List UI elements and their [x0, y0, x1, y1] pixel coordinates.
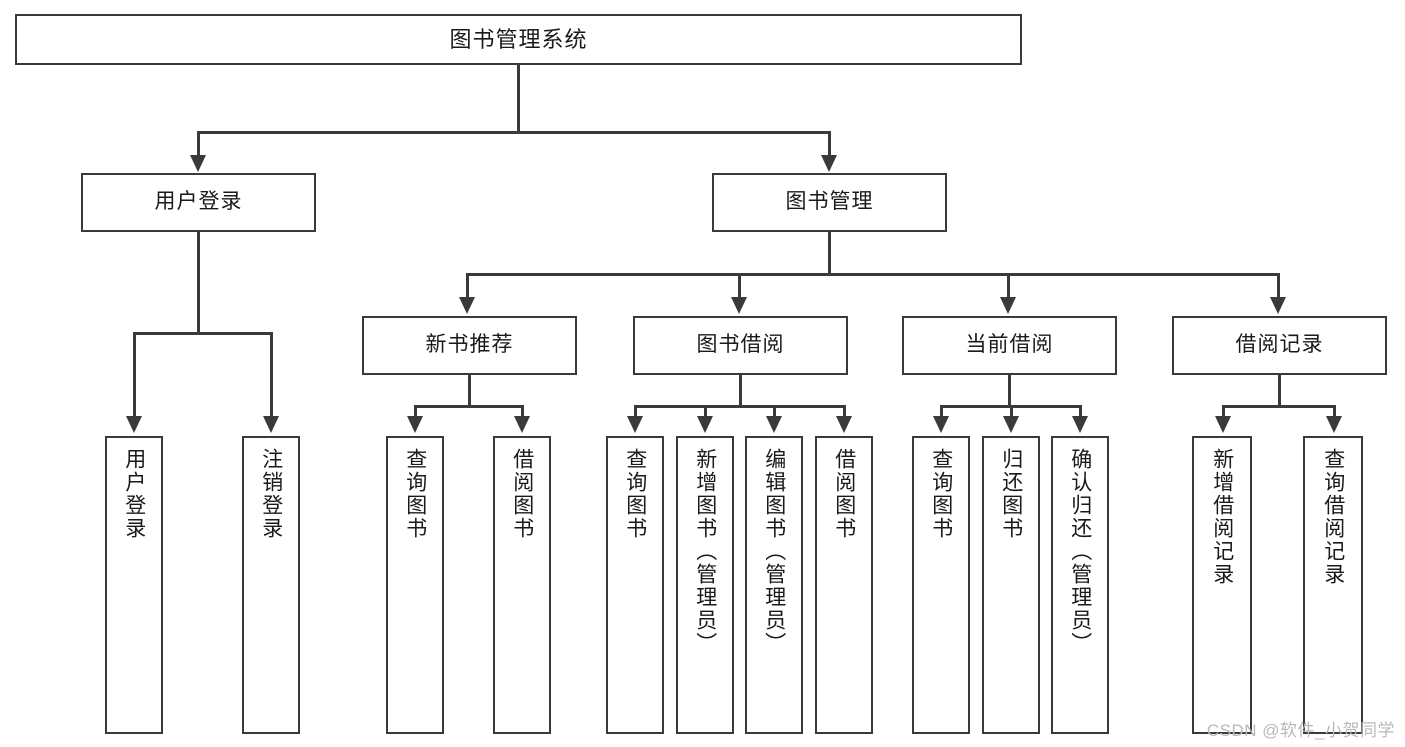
node-label: 借阅图书	[510, 448, 534, 540]
connector-bb-to-leaf-3	[773, 405, 776, 418]
node-label: 查询借阅记录	[1321, 448, 1345, 586]
connector-nbr-to-leaf-2	[521, 405, 524, 418]
arrowhead-cb-to-leaf-1	[933, 416, 949, 433]
connector-bm-to-new-book-recommend	[466, 273, 469, 299]
node-borrow-record[interactable]: 借阅记录	[1172, 316, 1387, 375]
connector-nbr-to-leaf-1	[414, 405, 417, 418]
node-label: 确认归还（管理员）	[1068, 448, 1092, 655]
leaf-return-book[interactable]: 归还图书	[982, 436, 1040, 734]
connector-root-bus	[197, 131, 831, 134]
arrowhead-root-to-user-login	[190, 155, 206, 172]
connector-borrow-record-bus	[1222, 405, 1336, 408]
arrowhead-bm-to-book-borrow	[731, 297, 747, 314]
leaf-user-login[interactable]: 用户登录	[105, 436, 163, 734]
leaf-borrow-book-1[interactable]: 借阅图书	[493, 436, 551, 734]
node-label: 借阅图书	[832, 448, 856, 540]
connector-br-to-leaf-1	[1222, 405, 1225, 418]
node-current-borrow[interactable]: 当前借阅	[902, 316, 1117, 375]
connector-root-stem	[517, 65, 520, 133]
node-label: 借阅记录	[1235, 333, 1324, 357]
node-label: 用户登录	[154, 190, 243, 214]
arrowhead-nbr-to-leaf-1	[407, 416, 423, 433]
connector-user-login-stem	[197, 232, 200, 335]
connector-br-to-leaf-2	[1333, 405, 1336, 418]
arrowhead-bm-to-new-book-recommend	[459, 297, 475, 314]
connector-current-borrow-stem	[1008, 375, 1011, 408]
node-root-book-management-system[interactable]: 图书管理系统	[15, 14, 1022, 65]
arrowhead-br-to-leaf-1	[1215, 416, 1231, 433]
node-label: 查询图书	[403, 448, 427, 540]
leaf-user-logout[interactable]: 注销登录	[242, 436, 300, 734]
arrowhead-user-login-to-leaf-1	[126, 416, 142, 433]
connector-bm-to-current-borrow	[1007, 273, 1010, 299]
node-label: 注销登录	[259, 448, 283, 540]
connector-book-management-stem	[828, 232, 831, 275]
leaf-query-book-1[interactable]: 查询图书	[386, 436, 444, 734]
connector-book-borrow-bus	[634, 405, 846, 408]
node-label: 图书管理	[785, 190, 874, 214]
arrowhead-cb-to-leaf-2	[1003, 416, 1019, 433]
leaf-query-book-3[interactable]: 查询图书	[912, 436, 970, 734]
node-label: 归还图书	[999, 448, 1023, 540]
arrowhead-nbr-to-leaf-2	[514, 416, 530, 433]
node-label: 编辑图书（管理员）	[762, 448, 786, 655]
connector-new-book-recommend-bus	[414, 405, 524, 408]
connector-cb-to-leaf-3	[1079, 405, 1082, 418]
connector-new-book-recommend-stem	[468, 375, 471, 408]
connector-book-borrow-stem	[739, 375, 742, 408]
leaf-confirm-return[interactable]: 确认归还（管理员）	[1051, 436, 1109, 734]
connector-cb-to-leaf-2	[1010, 405, 1013, 418]
node-user-login[interactable]: 用户登录	[81, 173, 316, 232]
connector-user-login-to-leaf-2	[270, 332, 273, 418]
node-book-borrow[interactable]: 图书借阅	[633, 316, 848, 375]
connector-bb-to-leaf-2	[704, 405, 707, 418]
arrowhead-root-to-book-management	[821, 155, 837, 172]
node-label: 新书推荐	[425, 333, 514, 357]
arrowhead-cb-to-leaf-3	[1072, 416, 1088, 433]
connector-cb-to-leaf-1	[940, 405, 943, 418]
arrowhead-bb-to-leaf-4	[836, 416, 852, 433]
connector-user-login-to-leaf-1	[133, 332, 136, 418]
connector-book-management-bus	[466, 273, 1280, 276]
leaf-query-borrow-record[interactable]: 查询借阅记录	[1303, 436, 1363, 734]
leaf-add-borrow-record[interactable]: 新增借阅记录	[1192, 436, 1252, 734]
connector-root-to-user-login	[197, 131, 200, 157]
node-label: 查询图书	[929, 448, 953, 540]
connector-bm-to-borrow-record	[1277, 273, 1280, 299]
arrowhead-bm-to-current-borrow	[1000, 297, 1016, 314]
node-label: 图书管理系统	[449, 26, 588, 52]
leaf-query-book-2[interactable]: 查询图书	[606, 436, 664, 734]
node-label: 当前借阅	[965, 333, 1054, 357]
leaf-borrow-book-2[interactable]: 借阅图书	[815, 436, 873, 734]
arrowhead-bb-to-leaf-1	[627, 416, 643, 433]
node-label: 新增借阅记录	[1210, 448, 1234, 586]
connector-borrow-record-stem	[1278, 375, 1281, 408]
connector-bb-to-leaf-4	[843, 405, 846, 418]
connector-root-to-book-management	[828, 131, 831, 157]
node-book-management[interactable]: 图书管理	[712, 173, 947, 232]
arrowhead-bm-to-borrow-record	[1270, 297, 1286, 314]
arrowhead-bb-to-leaf-2	[697, 416, 713, 433]
arrowhead-br-to-leaf-2	[1326, 416, 1342, 433]
leaf-edit-book[interactable]: 编辑图书（管理员）	[745, 436, 803, 734]
connector-bm-to-book-borrow	[738, 273, 741, 299]
node-label: 用户登录	[122, 448, 146, 540]
connector-bb-to-leaf-1	[634, 405, 637, 418]
node-label: 新增图书（管理员）	[693, 448, 717, 655]
node-new-book-recommend[interactable]: 新书推荐	[362, 316, 577, 375]
arrowhead-bb-to-leaf-3	[766, 416, 782, 433]
arrowhead-user-login-to-leaf-2	[263, 416, 279, 433]
connector-user-login-bus	[133, 332, 273, 335]
node-label: 查询图书	[623, 448, 647, 540]
leaf-add-book[interactable]: 新增图书（管理员）	[676, 436, 734, 734]
node-label: 图书借阅	[696, 333, 785, 357]
